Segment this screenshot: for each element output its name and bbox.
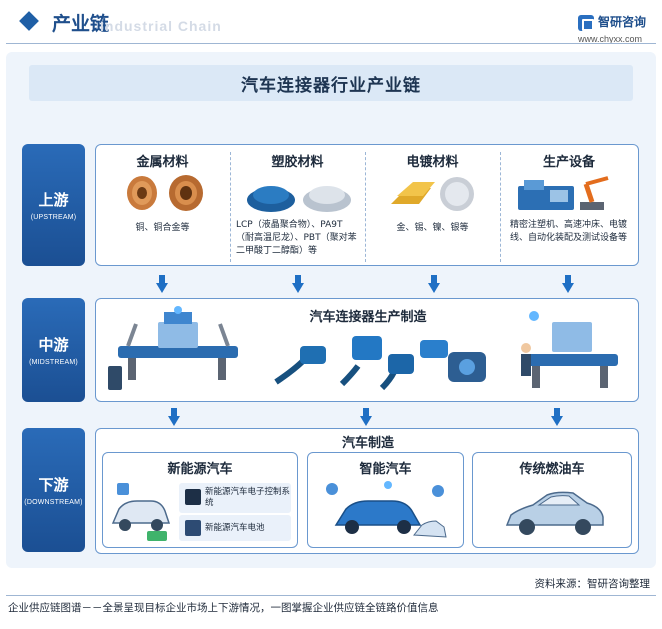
stage-midstream-en: (MIDSTREAM) [29, 359, 78, 366]
stage-upstream-label: 上游 [38, 191, 69, 209]
stage-downstream: 下游 (DOWNSTREAM) [22, 428, 85, 552]
ice-car-title: 传统燃油车 [519, 462, 585, 477]
equipment-desc: 精密注塑机、高速冲床、电镀线、自动化装配及测试设备等 [510, 220, 628, 243]
upstream-separator [500, 152, 501, 262]
production-robot-icon [521, 311, 618, 388]
nev-chip-ecu-label: 新能源汽车电子控制系统 [205, 487, 291, 508]
smart-car-icon [326, 481, 447, 538]
nev-chip-battery-label: 新能源汽车电池 [205, 522, 265, 533]
machinery-icon [518, 176, 609, 210]
plastic-title: 塑胶材料 [271, 155, 324, 170]
diagram-title: 汽车连接器行业产业链 [241, 75, 421, 96]
equipment-title: 生产设备 [542, 155, 595, 170]
plating-desc: 金、锡、镍、银等 [396, 223, 469, 233]
arrow-down-icon [562, 275, 574, 293]
arrow-down-icon [292, 275, 304, 293]
stage-downstream-label: 下游 [38, 476, 69, 494]
watermark-title: Industrial Chain [100, 18, 222, 34]
upstream-separator [230, 152, 231, 262]
diamond-icon [19, 11, 39, 31]
arrow-down-icon [156, 275, 168, 293]
metal-title: 金属材料 [136, 155, 189, 170]
sedan-car-icon [505, 491, 604, 535]
arrow-down-icon [168, 408, 180, 426]
brand-logo: 智研咨询 www.chyxx.com [578, 12, 658, 46]
downstream-title: 汽车制造 [341, 436, 394, 451]
stage-midstream-label: 中游 [38, 336, 69, 354]
smart-car-title: 智能汽车 [359, 462, 412, 477]
metal-desc: 铜、铜合金等 [135, 223, 190, 233]
plating-title: 电镀材料 [406, 155, 459, 170]
connector-products-icon [274, 336, 486, 391]
nev-chip-ecu: 新能源汽车电子控制系统 [179, 483, 291, 513]
nev-title: 新能源汽车 [167, 462, 233, 477]
ice-car-box: 传统燃油车 [472, 452, 632, 548]
smart-car-box: 智能汽车 [307, 452, 464, 548]
logo-icon [578, 15, 594, 31]
page-title: 产业链 [52, 13, 110, 35]
assembly-line-icon [108, 306, 238, 390]
upstream-separator [365, 152, 366, 262]
arrow-down-icon [551, 408, 563, 426]
logo-url: www.chyxx.com [578, 34, 643, 44]
nev-box: 新能源汽车 新能源汽车电子控制系统 新能源汽车电池 [102, 452, 298, 548]
source-note: 资料来源：智研咨询整理 [534, 578, 651, 590]
logo-name: 智研咨询 [598, 15, 647, 29]
stage-downstream-en: (DOWNSTREAM) [24, 499, 83, 506]
stage-upstream: 上游 (UPSTREAM) [22, 144, 85, 266]
footer-divider [6, 595, 656, 596]
stage-midstream: 中游 (MIDSTREAM) [22, 298, 85, 402]
header-divider [6, 43, 656, 44]
chip-icon [185, 489, 201, 505]
gold-silver-icon [391, 177, 474, 211]
arrow-down-icon [428, 275, 440, 293]
copper-coil-icon [127, 175, 203, 211]
battery-icon [185, 520, 201, 536]
midstream-title: 汽车连接器生产制造 [309, 310, 427, 325]
nev-chip-battery: 新能源汽车电池 [179, 515, 291, 541]
electric-car-icon [111, 483, 171, 541]
footer-caption: 企业供应链图谱－－全景呈现目标企业市场上下游情况，一图掌握企业供应链全链路价值信… [8, 602, 439, 614]
stage-upstream-en: (UPSTREAM) [30, 214, 77, 221]
arrow-down-icon [360, 408, 372, 426]
diagram-banner: 汽车连接器行业产业链 [29, 65, 633, 101]
page-header: 产业链 Industrial Chain 智研咨询 www.chyxx.com [0, 0, 662, 50]
plastic-pellets-icon [247, 186, 351, 212]
plastic-desc: LCP（液晶聚合物）、PA9T（耐高温尼龙）、PBT（聚对苯二甲酸丁二醇酯）等 [236, 220, 357, 256]
